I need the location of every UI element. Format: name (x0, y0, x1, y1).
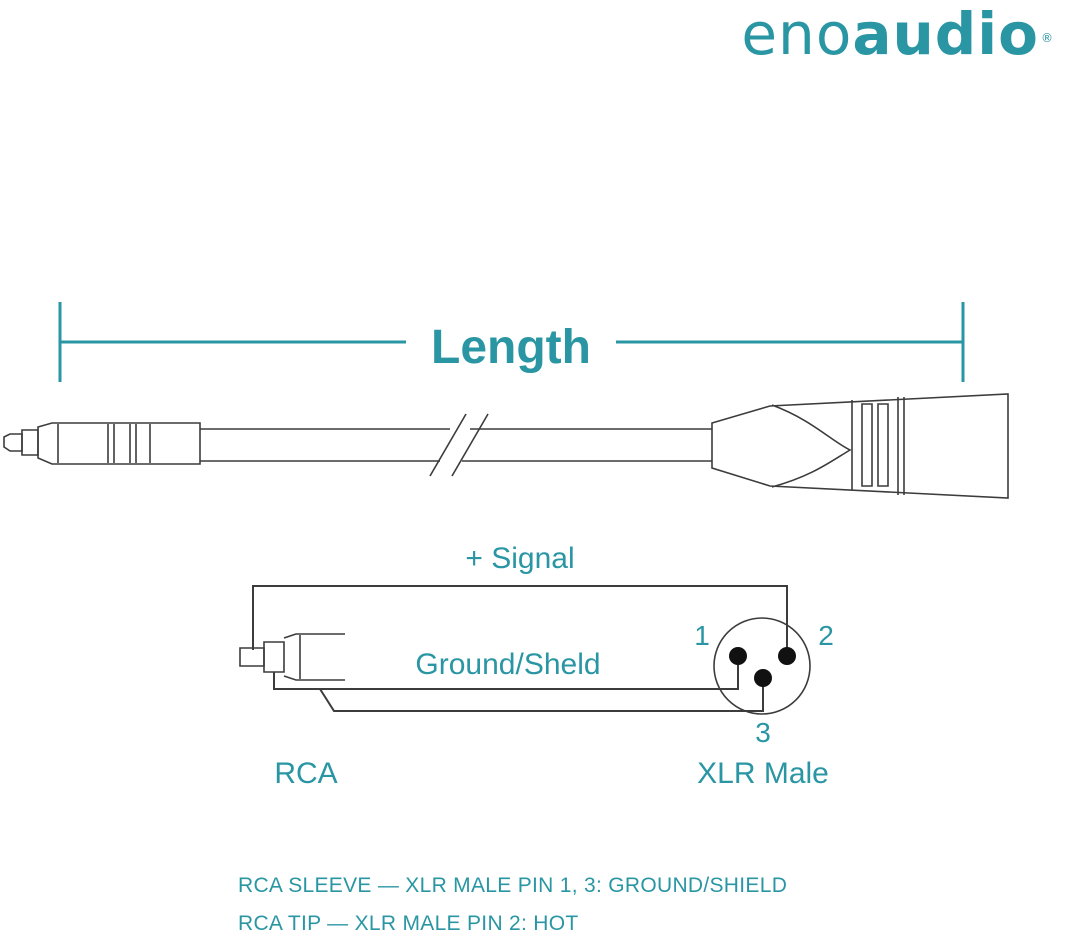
signal-label: + Signal (465, 542, 574, 575)
rca-body (37, 422, 201, 465)
signal-wire (252, 585, 788, 650)
rca-collar (21, 429, 39, 456)
rca-icon-pin (239, 647, 265, 667)
schematic-labels: + Signal Ground/Sheld RCA XLR Male 1 2 3 (274, 542, 833, 790)
cable-drawing (3, 393, 1009, 499)
length-dimension: Length (58, 302, 965, 382)
note-sleeve: RCA SLEEVE — XLR MALE PIN 1, 3: GROUND/S… (238, 874, 788, 897)
enoaudio-logo: enoaudio® (741, 0, 1054, 68)
cable-break-mark (451, 413, 489, 477)
xlr-boot-curve (771, 404, 852, 488)
cable-break-mark (429, 413, 467, 477)
xlr-pin-3 (754, 669, 772, 687)
xlr-pin-face (713, 617, 811, 715)
pin-3-label: 3 (755, 717, 771, 748)
ground-wire-pin3 (319, 682, 764, 712)
rca-icon-body-bottom (283, 675, 345, 681)
rca-plug-icon (239, 633, 345, 681)
rca-pin (3, 433, 23, 452)
wiring-schematic (252, 585, 788, 712)
xlr-label: XLR Male (697, 757, 829, 790)
xlr-pin-2 (778, 647, 796, 665)
xlr-grip (877, 403, 889, 487)
rca-icon-body-top (283, 633, 345, 639)
rca-label: RCA (274, 757, 337, 790)
note-tip: RCA TIP — XLR MALE PIN 2: HOT (238, 912, 579, 935)
length-label: Length (431, 321, 591, 374)
xlr-boot (711, 393, 1009, 499)
ground-label: Ground/Sheld (415, 648, 600, 681)
pin-2-label: 2 (818, 620, 834, 651)
xlr-face-outline (713, 617, 811, 715)
brand-bold: audio (852, 0, 1039, 68)
ground-wire-pin1 (273, 660, 739, 690)
pin-1-label: 1 (694, 620, 710, 651)
registered-mark: ® (1041, 31, 1054, 45)
rca-icon-collar (263, 641, 285, 673)
brand-light: eno (741, 0, 853, 68)
xlr-pin-1 (729, 647, 747, 665)
xlr-grip (861, 403, 873, 487)
